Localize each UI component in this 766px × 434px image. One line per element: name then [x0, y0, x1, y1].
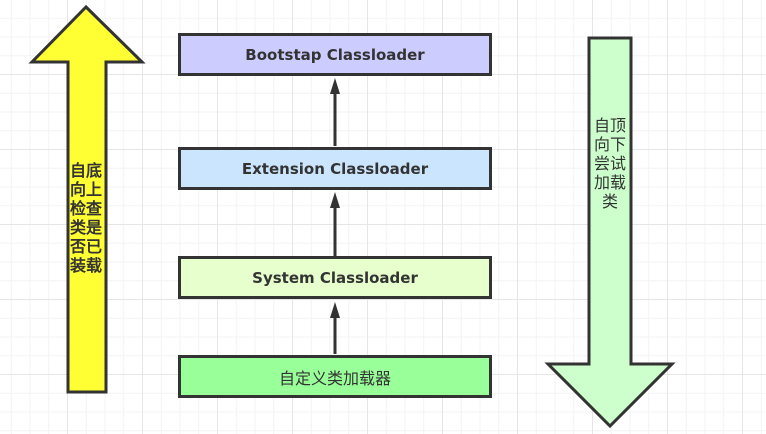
downward-arrow-shape — [544, 36, 676, 429]
label-line: 加载 — [593, 173, 626, 192]
box-label: 自定义类加载器 — [278, 368, 391, 388]
extension-classloader-box: Extension Classloader — [178, 147, 492, 190]
connector-ext-to-boot — [330, 78, 340, 146]
connector-sys-to-ext — [330, 192, 340, 256]
upward-arrow-shape — [28, 4, 146, 394]
label-line: 向上 — [69, 180, 102, 199]
downward-arrow-label: 自顶 向下 尝试 加载 类 — [590, 116, 630, 211]
label-line: 向下 — [593, 135, 626, 154]
label-line: 装载 — [69, 256, 102, 275]
custom-classloader-box: 自定义类加载器 — [178, 355, 492, 398]
label-line: 自底 — [69, 161, 102, 180]
label-line: 否已 — [69, 237, 102, 256]
label-line: 类 — [601, 192, 618, 211]
label-line: 检查 — [69, 199, 102, 218]
system-classloader-box: System Classloader — [178, 256, 492, 299]
box-label: Bootstap Classloader — [245, 45, 425, 64]
box-label: Extension Classloader — [241, 159, 429, 178]
label-line: 尝试 — [593, 154, 626, 173]
box-label: System Classloader — [252, 268, 418, 287]
connector-custom-to-sys — [330, 302, 340, 354]
bootstrap-classloader-box: Bootstap Classloader — [178, 33, 492, 76]
label-line: 自顶 — [593, 116, 626, 135]
upward-arrow-label: 自底 向上 检查 类是 否已 装载 — [66, 161, 106, 275]
label-line: 类是 — [69, 218, 102, 237]
